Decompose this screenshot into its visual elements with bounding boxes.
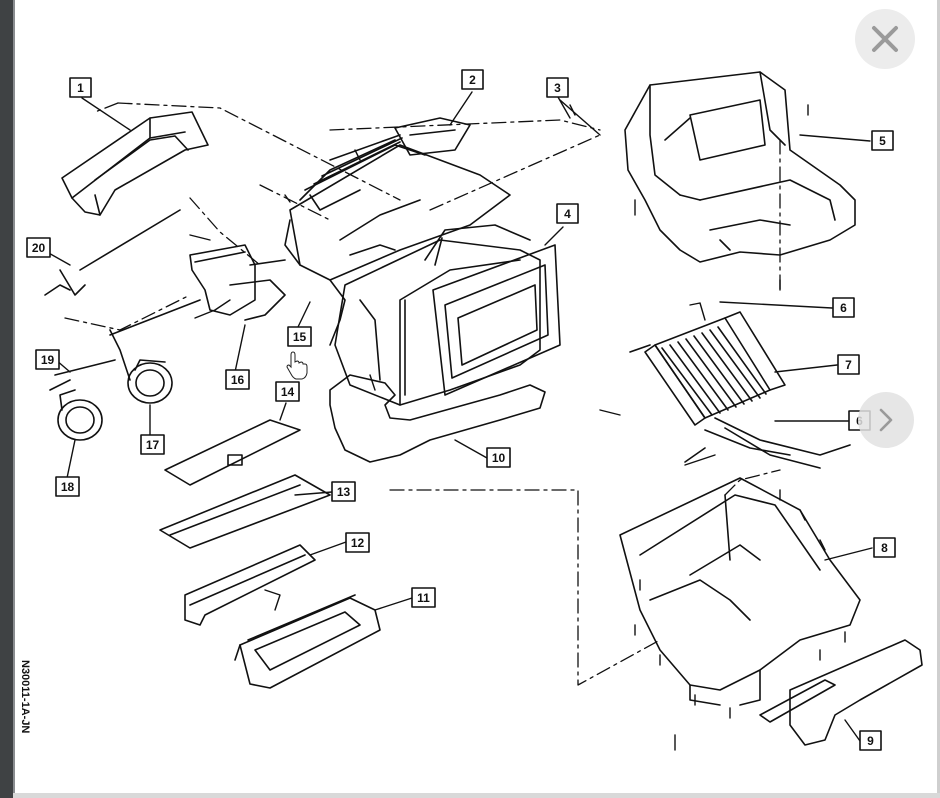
callout-12: 12 [351, 536, 365, 550]
callout-10: 10 [492, 451, 506, 465]
close-button[interactable] [855, 9, 915, 69]
part-2-main-housing [284, 117, 511, 346]
callout-16: 16 [231, 373, 245, 387]
leader-lines [37, 91, 873, 742]
part-5-upper-case [624, 71, 856, 263]
exploded-parts-diagram: 1 2 3 4 5 6 7 6 8 9 10 11 12 13 14 15 16… [19, 69, 923, 751]
callout-9: 9 [867, 734, 874, 748]
callout-5: 5 [879, 134, 886, 148]
close-icon [872, 26, 898, 52]
part-8-lower-case [619, 477, 861, 706]
part-9-bracket [759, 639, 923, 746]
hand-pointer-icon [286, 351, 308, 380]
viewer-left-frame [0, 0, 13, 798]
callout-18: 18 [61, 480, 75, 494]
part-12-duct [184, 544, 316, 626]
callout-3: 3 [554, 81, 561, 95]
part-17-motor [109, 329, 173, 404]
part-4-blend-door-frame [334, 224, 561, 406]
callout-13: 13 [337, 485, 351, 499]
part-1-top-cover [61, 111, 209, 216]
callout-19: 19 [41, 353, 55, 367]
callout-17: 17 [146, 438, 160, 452]
viewer-left-frame-edge [13, 0, 15, 798]
assembly-guide-lines [64, 102, 781, 686]
viewer-right-frame [937, 0, 940, 798]
part-7-heater-core [629, 311, 851, 469]
next-image-button[interactable] [858, 392, 914, 448]
callout-boxes [26, 69, 896, 751]
callout-4: 4 [564, 207, 571, 221]
callout-1: 1 [77, 81, 84, 95]
callout-7: 7 [845, 358, 852, 372]
part-14-panel [164, 419, 301, 486]
part-18-motor [57, 389, 103, 441]
callout-8: 8 [881, 541, 888, 555]
fasteners [189, 99, 846, 751]
callout-11: 11 [417, 591, 430, 605]
viewer-bottom-frame [13, 793, 940, 798]
callout-20: 20 [32, 241, 46, 255]
chevron-right-icon [879, 408, 893, 432]
callout-6: 6 [840, 301, 847, 315]
callout-15: 15 [293, 330, 307, 344]
callout-14: 14 [281, 385, 295, 399]
callout-2: 2 [469, 73, 476, 87]
part-10-seal [329, 374, 546, 463]
part-11-door-assembly [234, 594, 381, 689]
drawing-code: N30011-1A-JN [19, 660, 31, 733]
part-16-blower-housing [189, 244, 286, 321]
part-13-filter-panel [159, 474, 331, 549]
part-19-20-linkages [44, 209, 201, 391]
